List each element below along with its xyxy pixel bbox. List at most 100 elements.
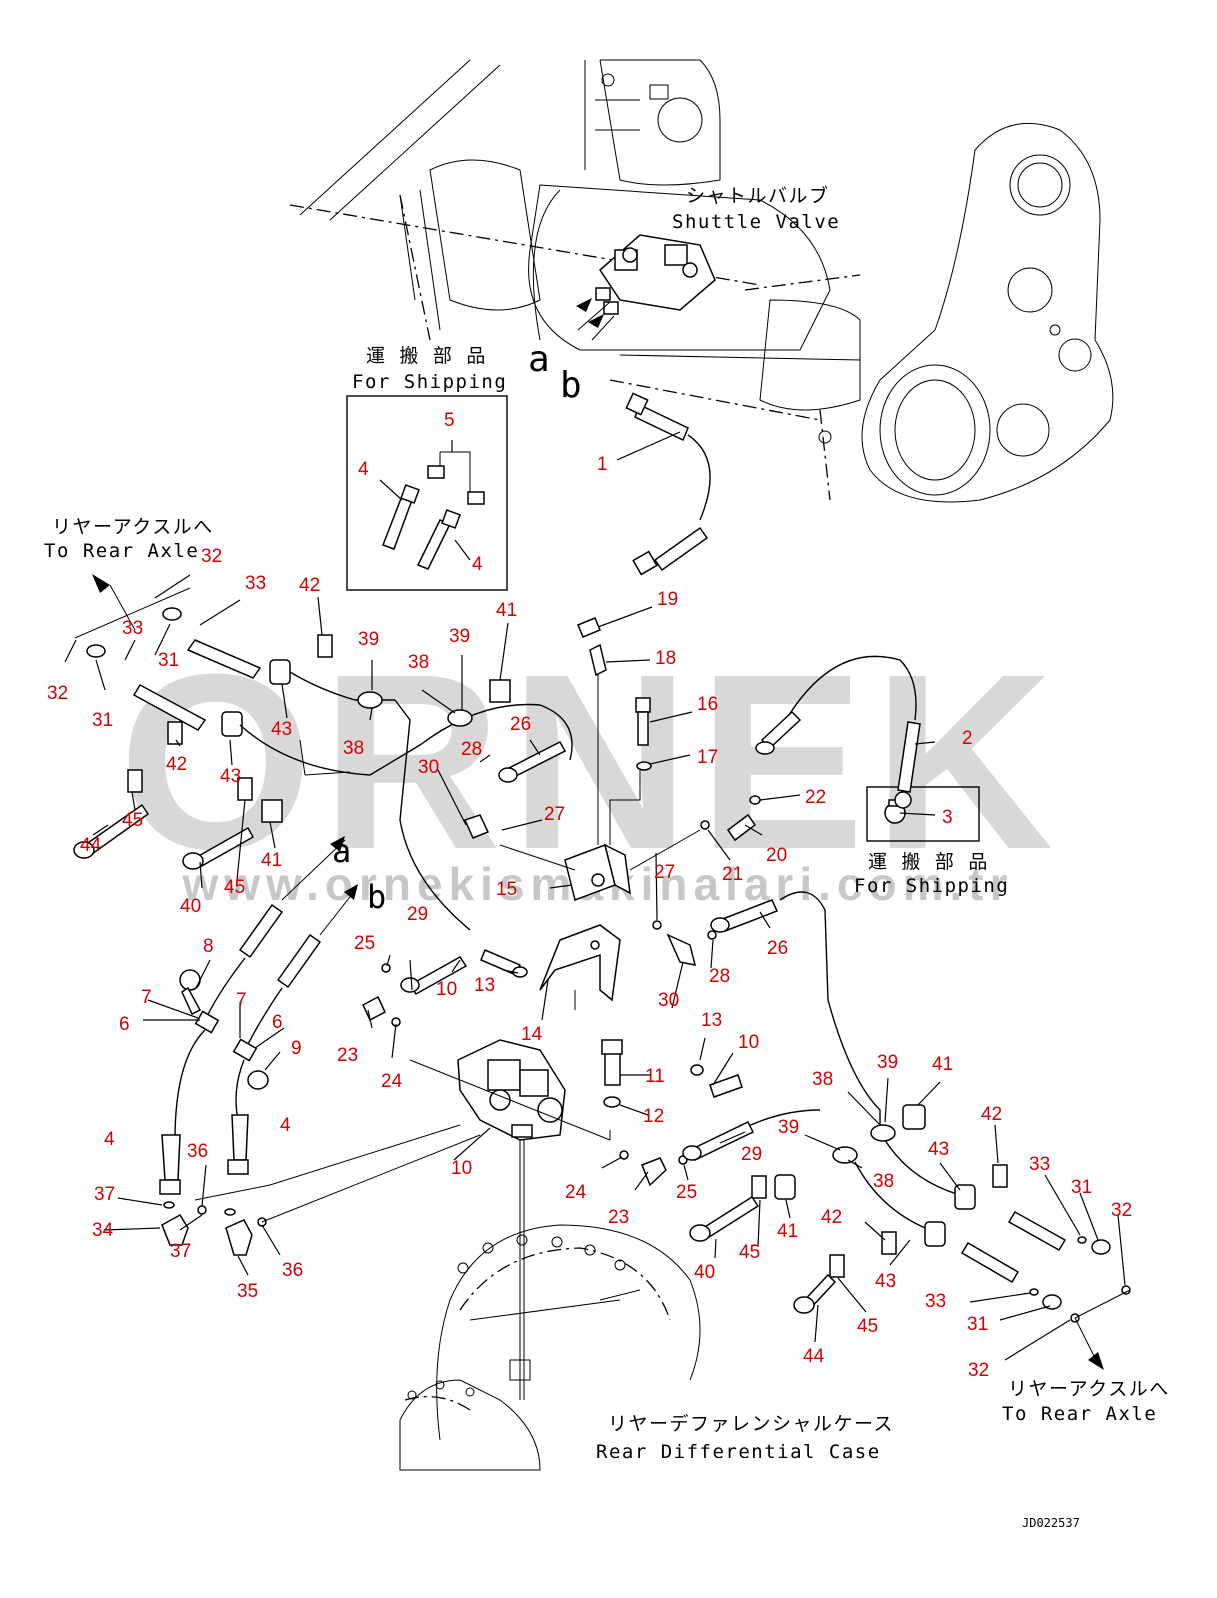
- callout-42: 42: [166, 754, 187, 775]
- callout-33: 33: [245, 573, 266, 594]
- rear-diff-label-jp: リヤーデファレンシャルケース: [608, 1413, 894, 1435]
- callout-45: 45: [122, 810, 143, 831]
- callout-45: 45: [857, 1316, 878, 1337]
- callout-30: 30: [658, 990, 679, 1011]
- callout-2: 2: [962, 728, 973, 749]
- callout-39: 39: [778, 1117, 799, 1138]
- callout-38: 38: [343, 738, 364, 759]
- center-block: [499, 617, 761, 901]
- callout-22: 22: [805, 787, 826, 808]
- shuttle-valve: [595, 234, 716, 315]
- callout-6: 6: [272, 1012, 283, 1033]
- callout-41: 41: [496, 600, 517, 621]
- callout-32: 32: [1111, 1200, 1132, 1221]
- rear-axle-label-jp-right: リヤーアクスルへ: [1008, 1378, 1170, 1400]
- callout-7: 7: [141, 987, 152, 1008]
- callout-9: 9: [291, 1038, 302, 1059]
- callouts: 1 2 3 4 4 5 4 4 6 6 7 7 8 9 10 10 10 11 …: [47, 410, 1132, 1381]
- callout-43: 43: [220, 766, 241, 787]
- callout-43: 43: [875, 1271, 896, 1292]
- callout-39: 39: [877, 1052, 898, 1073]
- callout-19: 19: [657, 589, 678, 610]
- rear-axle-label-en-right: To Rear Axle: [1002, 1403, 1157, 1425]
- callout-28: 28: [461, 739, 482, 760]
- callout-1: 1: [597, 454, 608, 475]
- rear-diff-label-en: Rear Differential Case: [596, 1441, 881, 1463]
- callout-39: 39: [449, 626, 470, 647]
- callout-43: 43: [271, 719, 292, 740]
- rear-axle-label-jp-left: リヤーアクスルへ: [52, 516, 214, 538]
- callout-42: 42: [821, 1207, 842, 1228]
- shipping-label-en-2: For Shipping: [854, 875, 1009, 897]
- letter-a-mid: a: [332, 832, 351, 870]
- callout-27: 27: [654, 862, 675, 883]
- callout-32: 32: [968, 1360, 989, 1381]
- drawing-id: JD022537: [1022, 1516, 1080, 1530]
- callout-33: 33: [122, 618, 143, 639]
- callout-36: 36: [282, 1260, 303, 1281]
- callout-14: 14: [521, 1024, 543, 1045]
- shipping-box-2: 運 搬 部 品 For Shipping: [854, 786, 1009, 897]
- callout-44: 44: [803, 1346, 825, 1367]
- callout-32: 32: [201, 546, 222, 567]
- callout-42: 42: [981, 1104, 1002, 1125]
- callout-4: 4: [358, 459, 369, 480]
- callout-36: 36: [187, 1141, 208, 1162]
- rear-axle-label-en-left: To Rear Axle: [44, 540, 199, 562]
- callout-4: 4: [280, 1115, 291, 1136]
- callout-10: 10: [436, 979, 457, 1000]
- callout-21: 21: [722, 864, 743, 885]
- callout-37: 37: [94, 1184, 115, 1205]
- right-cluster: [682, 999, 1131, 1370]
- callout-23: 23: [608, 1207, 629, 1228]
- callout-5: 5: [444, 410, 455, 431]
- hose-2: [755, 655, 921, 809]
- shipping-label-jp-1: 運 搬 部 品: [366, 345, 487, 367]
- arrow-a-top: [576, 298, 592, 312]
- leader-lines: [64, 431, 1126, 1361]
- callout-37: 37: [170, 1241, 191, 1262]
- letter-b-top: b: [560, 365, 582, 406]
- callout-39: 39: [358, 629, 379, 650]
- callout-38: 38: [873, 1171, 894, 1192]
- callout-44: 44: [80, 835, 102, 856]
- shipping-label-jp-2: 運 搬 部 品: [868, 851, 989, 873]
- callout-31: 31: [158, 650, 179, 671]
- arrow-b-top: [588, 314, 604, 328]
- callout-41: 41: [932, 1054, 953, 1075]
- callout-10: 10: [738, 1032, 759, 1053]
- callout-38: 38: [812, 1069, 833, 1090]
- callout-27: 27: [544, 804, 565, 825]
- valve-assembly: [362, 891, 829, 1400]
- callout-40: 40: [694, 1262, 715, 1283]
- left-lower: a b: [159, 832, 481, 1256]
- callout-20: 20: [766, 845, 787, 866]
- callout-33: 33: [1029, 1154, 1050, 1175]
- callout-4: 4: [104, 1129, 115, 1150]
- callout-45: 45: [224, 877, 245, 898]
- callout-4: 4: [472, 554, 483, 575]
- callout-25: 25: [354, 933, 375, 954]
- callout-42: 42: [299, 575, 320, 596]
- letter-a-top: a: [528, 339, 550, 380]
- callout-16: 16: [697, 694, 718, 715]
- callout-12: 12: [643, 1106, 664, 1127]
- callout-35: 35: [237, 1281, 258, 1302]
- callout-10: 10: [451, 1158, 472, 1179]
- callout-31: 31: [92, 710, 113, 731]
- callout-34: 34: [92, 1220, 114, 1241]
- callout-18: 18: [655, 648, 676, 669]
- callout-29: 29: [407, 904, 428, 925]
- callout-13: 13: [701, 1010, 722, 1031]
- callout-41: 41: [261, 850, 282, 871]
- callout-31: 31: [967, 1314, 988, 1335]
- callout-38: 38: [408, 652, 429, 673]
- callout-13: 13: [474, 975, 495, 996]
- callout-3: 3: [942, 807, 953, 828]
- callout-11: 11: [645, 1066, 665, 1087]
- shipping-label-en-1: For Shipping: [352, 371, 507, 393]
- callout-32: 32: [47, 683, 68, 704]
- callout-28: 28: [709, 966, 730, 987]
- callout-41: 41: [777, 1221, 798, 1242]
